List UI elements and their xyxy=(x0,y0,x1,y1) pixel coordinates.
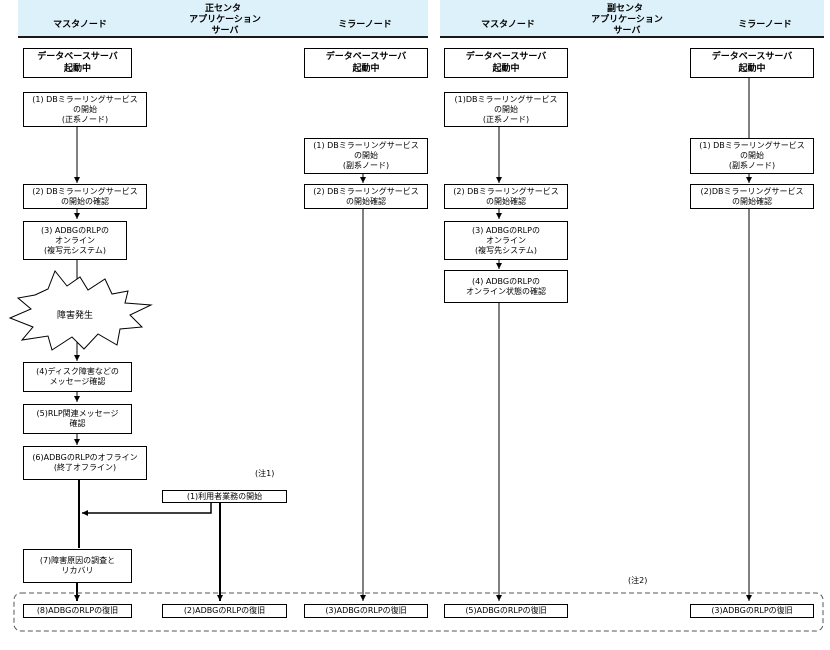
failure-starburst xyxy=(8,270,153,351)
secondary-center-title: 副センタ xyxy=(606,4,643,14)
note2-label: (注2) xyxy=(628,576,648,585)
pm-step2-box: (2) DBミラーリングサービス の開始の確認 xyxy=(23,184,147,209)
pm-step6-box: (6)ADBGのRLPのオフライン (終了オフライン) xyxy=(23,446,147,480)
app-step1-box: (1)利用者業務の開始 xyxy=(162,490,287,503)
secondary-app-server-header: アプリケーション サーバ xyxy=(591,15,663,36)
pm-step3-box: (3) ADBGのRLPの オンライン (複写元システム) xyxy=(23,221,127,260)
primary-mirror-header: ミラーノード xyxy=(338,20,392,30)
sm-step4-box: (4) ADBGのRLPの オンライン状態の確認 xyxy=(444,270,568,303)
recovery-group-outline xyxy=(13,592,824,632)
pmi-step3-box: (3)ADBGのRLPの復旧 xyxy=(304,604,428,618)
pmi-db-running-box: データベースサーバ 起動中 xyxy=(304,48,428,78)
note1-label: (注1) xyxy=(255,469,275,478)
sm-step3-box: (3) ADBGのRLPの オンライン (複写先システム) xyxy=(444,221,568,260)
pmi-step1-box: (1) DBミラーリングサービス の開始 (副系ノード) xyxy=(304,138,428,174)
sm-step2-box: (2) DBミラーリングサービス の開始確認 xyxy=(444,184,568,209)
secondary-master-header: マスタノード xyxy=(481,20,535,30)
pm-step8-box: (8)ADBGのRLPの復旧 xyxy=(23,604,132,618)
smi-step1-box: (1) DBミラーリングサービス の開始 (副系ノード) xyxy=(690,138,814,174)
arrow-app1-to-master xyxy=(82,503,212,516)
pm-step5-box: (5)RLP関連メッセージ 確認 xyxy=(23,404,132,434)
header-rule-secondary xyxy=(440,36,824,38)
pmi-step2-box: (2) DBミラーリングサービス の開始確認 xyxy=(304,184,428,209)
sm-step5-box: (5)ADBGのRLPの復旧 xyxy=(444,604,568,618)
smi-step3-box: (3)ADBGのRLPの復旧 xyxy=(690,604,814,618)
pm-step4-box: (4)ディスク障害などの メッセージ確認 xyxy=(23,362,132,392)
primary-master-header: マスタノード xyxy=(53,20,107,30)
secondary-mirror-header: ミラーノード xyxy=(738,20,792,30)
smi-db-running-box: データベースサーバ 起動中 xyxy=(690,48,814,78)
smi-step2-box: (2)DBミラーリングサービス の開始確認 xyxy=(690,184,814,209)
pm-step7-box: (7)障害原因の調査と リカバリ xyxy=(23,549,132,583)
sm-db-running-box: データベースサーバ 起動中 xyxy=(444,48,568,78)
header-band-primary xyxy=(18,0,428,36)
failure-label: 障害発生 xyxy=(57,311,94,321)
header-band-secondary xyxy=(440,0,824,36)
pm-db-running-box: データベースサーバ 起動中 xyxy=(23,48,132,78)
pm-step1-box: (1) DBミラーリングサービス の開始 (正系ノード) xyxy=(23,92,147,127)
app-step2-box: (2)ADBGのRLPの復旧 xyxy=(162,604,287,618)
header-rule-primary xyxy=(18,36,428,38)
sm-step1-box: (1)DBミラーリングサービス の開始 (正系ノード) xyxy=(444,92,568,127)
primary-app-server-header: アプリケーション サーバ xyxy=(189,15,261,36)
primary-center-title: 正センタ xyxy=(204,4,241,14)
